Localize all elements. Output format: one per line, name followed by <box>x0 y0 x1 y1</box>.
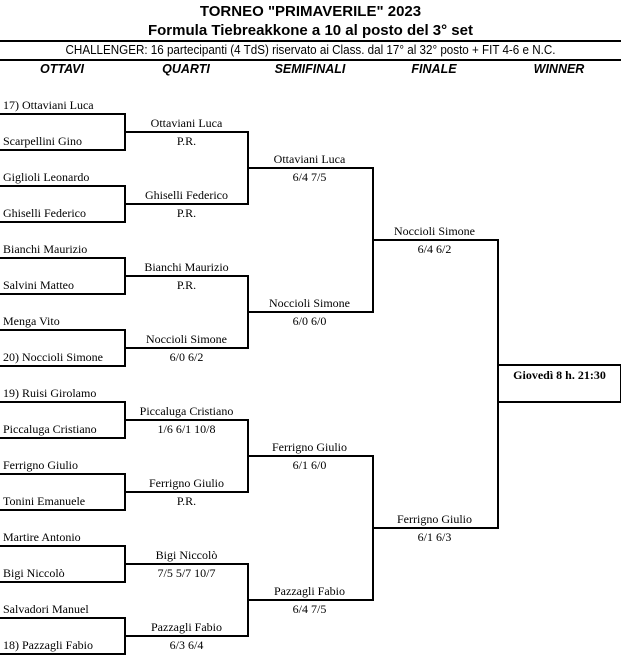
semifinali-winner-name: Ferrigno Giulio <box>272 440 347 454</box>
bracket-line <box>0 545 125 547</box>
player-name: Martire Antonio <box>3 530 81 544</box>
bracket-line <box>0 293 125 295</box>
semifinali-score: 6/0 6/0 <box>292 314 327 328</box>
bracket-line <box>0 401 125 403</box>
semifinali-winner-name: Pazzagli Fabio <box>274 584 345 598</box>
bracket-line <box>0 365 125 367</box>
tournament-subtitle: Formula Tiebreakkone a 10 al posto del 3… <box>147 22 473 39</box>
semifinali-winner-name: Ottaviani Luca <box>273 152 346 166</box>
player-name: 17) Ottaviani Luca <box>3 98 94 112</box>
quarti-winner-name: Bigi Niccolò <box>155 548 218 562</box>
quarti-winner-name: Pazzagli Fabio <box>151 620 222 634</box>
tournament-title: TORNEO "PRIMAVERILE" 2023 <box>199 3 422 20</box>
semifinali-winner-name: Noccioli Simone <box>269 296 350 310</box>
quarti-score: P.R. <box>176 494 197 508</box>
player-name: Ghiselli Federico <box>3 206 86 220</box>
quarti-winner-name: Noccioli Simone <box>146 332 227 346</box>
category-description: CHALLENGER: 16 partecipanti (4 TdS) rise… <box>65 43 556 57</box>
player-name: Bianchi Maurizio <box>3 242 88 256</box>
quarti-score: P.R. <box>176 206 197 220</box>
bracket-line <box>0 653 125 655</box>
quarti-score: 1/6 6/1 10/8 <box>157 422 216 436</box>
column-header-ottavi: OTTAVI <box>40 62 84 76</box>
player-name: Menga Vito <box>3 314 60 328</box>
player-name: 19) Ruisi Girolamo <box>3 386 97 400</box>
winner-schedule: Giovedì 8 h. 21:30 <box>513 368 606 382</box>
player-name: Tonini Emanuele <box>3 494 86 508</box>
quarti-winner-name: Ferrigno Giulio <box>149 476 224 490</box>
bracket-line <box>124 131 249 133</box>
player-name: Scarpellini Gino <box>3 134 82 148</box>
quarti-winner-name: Ghiselli Federico <box>145 188 228 202</box>
player-name: Piccaluga Cristiano <box>3 422 97 436</box>
divider <box>0 59 621 61</box>
bracket-line <box>372 527 499 529</box>
quarti-score: 6/0 6/2 <box>169 350 204 364</box>
bracket-line <box>0 257 125 259</box>
bracket-line <box>124 563 249 565</box>
player-name: Giglioli Leonardo <box>3 170 90 184</box>
bracket-line <box>124 491 249 493</box>
quarti-winner-name: Piccaluga Cristiano <box>139 404 234 418</box>
bracket-line <box>0 329 125 331</box>
player-name: Bigi Niccolò <box>3 566 65 580</box>
bracket-line <box>0 509 125 511</box>
player-name: 18) Pazzagli Fabio <box>3 638 93 652</box>
quarti-winner-name: Ottaviani Luca <box>150 116 223 130</box>
column-header-winner: WINNER <box>533 62 585 76</box>
bracket-line <box>247 455 374 457</box>
quarti-score: P.R. <box>176 278 197 292</box>
quarti-winner-name: Bianchi Maurizio <box>144 260 229 274</box>
quarti-score: 6/3 6/4 <box>169 638 204 652</box>
semifinali-score: 6/4 7/5 <box>292 602 327 616</box>
player-name: Salvini Matteo <box>3 278 74 292</box>
finale-score: 6/1 6/3 <box>417 530 452 544</box>
semifinali-score: 6/1 6/0 <box>292 458 327 472</box>
bracket-line <box>124 635 249 637</box>
bracket-line <box>0 581 125 583</box>
bracket-line <box>0 473 125 475</box>
bracket-line <box>124 419 249 421</box>
quarti-score: P.R. <box>176 134 197 148</box>
bracket-line <box>247 599 374 601</box>
bracket-line <box>124 203 249 205</box>
semifinali-score: 6/4 7/5 <box>292 170 327 184</box>
bracket-line <box>124 275 249 277</box>
bracket-line <box>0 149 125 151</box>
bracket-line <box>0 617 125 619</box>
player-name: 20) Noccioli Simone <box>3 350 103 364</box>
finale-winner-name: Ferrigno Giulio <box>397 512 472 526</box>
bracket-line <box>0 221 125 223</box>
player-name: Ferrigno Giulio <box>3 458 78 472</box>
bracket-line <box>0 185 125 187</box>
bracket-line <box>124 347 249 349</box>
player-name: Salvadori Manuel <box>3 602 89 616</box>
bracket-line <box>247 311 374 313</box>
divider <box>0 40 621 42</box>
column-header-quarti: QUARTI <box>162 62 210 76</box>
column-header-finale: FINALE <box>411 62 457 76</box>
finale-score: 6/4 6/2 <box>417 242 452 256</box>
finale-winner-name: Noccioli Simone <box>394 224 475 238</box>
column-header-semifinali: SEMIFINALI <box>274 62 346 76</box>
quarti-score: 7/5 5/7 10/7 <box>157 566 216 580</box>
bracket-line <box>0 437 125 439</box>
bracket-line <box>0 113 125 115</box>
bracket-line <box>372 239 499 241</box>
bracket-line <box>247 167 374 169</box>
